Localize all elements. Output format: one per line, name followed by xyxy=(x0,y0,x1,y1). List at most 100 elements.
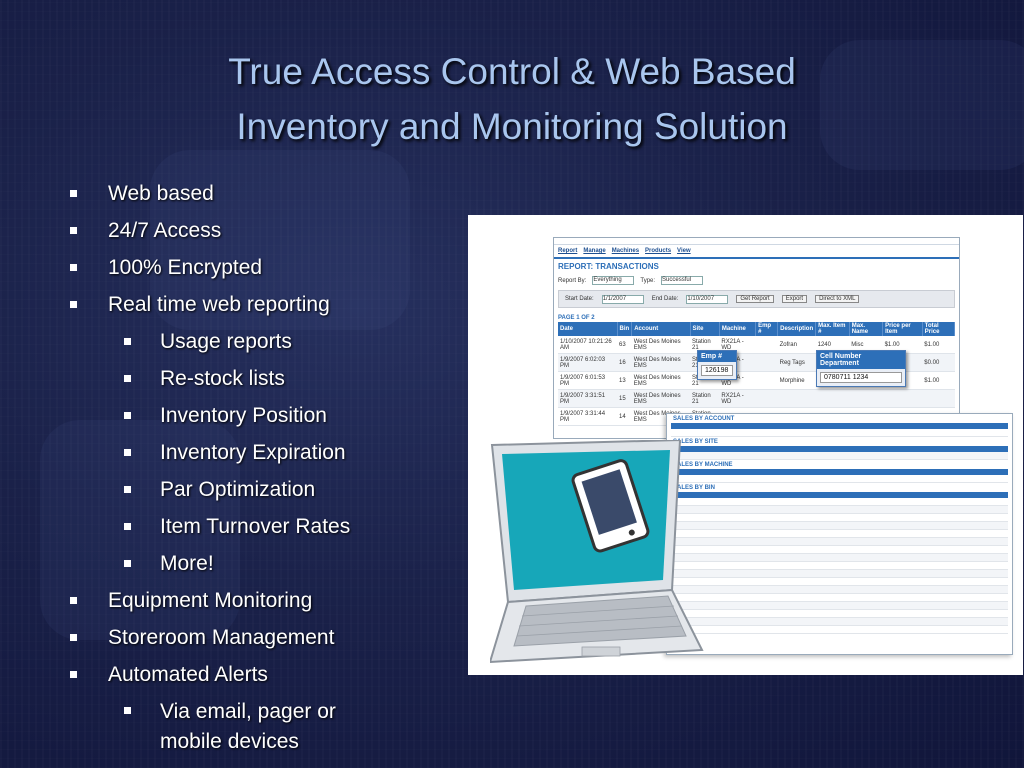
table-cell: 63 xyxy=(617,336,632,354)
table-cell: RX21A - WD xyxy=(719,336,756,354)
emp-popup: Emp # 126198 xyxy=(697,350,737,380)
bullet-square-icon xyxy=(124,412,131,419)
bullet-web-based: Web based xyxy=(70,175,490,212)
sales-section-title: SALES BY SITE xyxy=(673,439,718,445)
filter-select: Everything xyxy=(592,276,635,285)
bullet-equipment: Equipment Monitoring xyxy=(70,582,490,619)
laptop-illustration xyxy=(490,440,704,664)
sub-bullet-restock: Re-stock lists xyxy=(70,360,490,397)
column-header: Site xyxy=(690,322,720,336)
column-header: Description xyxy=(777,322,817,336)
bullet-square-icon xyxy=(70,301,77,308)
table-cell: 15 xyxy=(617,389,632,408)
bullet-text: Inventory Position xyxy=(160,404,327,427)
bullet-square-icon xyxy=(124,449,131,456)
menu-item: Report xyxy=(558,248,578,254)
column-header: Bin xyxy=(617,322,633,336)
bullet-text: Inventory Expiration xyxy=(160,441,346,464)
get-report-button: Get Report xyxy=(736,295,774,303)
sales-report-panel: SALES BY ACCOUNT SALES BY SITE SALES BY … xyxy=(666,413,1013,655)
sales-row xyxy=(671,594,1008,602)
bullet-text: Via email, pager or xyxy=(160,700,336,723)
date-label: Start Date: xyxy=(565,296,594,302)
sales-header-bar xyxy=(671,446,1008,452)
export-button: Export xyxy=(781,295,808,303)
bullet-text: 24/7 Access xyxy=(108,219,222,242)
bullet-text: Automated Alerts xyxy=(108,663,268,686)
sales-row xyxy=(671,429,1008,437)
bullet-square-icon xyxy=(124,523,131,530)
bullet-list: Web based 24/7 Access 100% Encrypted Rea… xyxy=(70,175,490,757)
sales-row xyxy=(671,546,1008,554)
table-cell xyxy=(849,389,883,408)
column-header: Machine xyxy=(719,322,757,336)
table-cell xyxy=(922,389,955,408)
sales-row xyxy=(671,610,1008,618)
popup-cell-label: Cell Number xyxy=(820,353,862,360)
table-cell: Zofran xyxy=(777,336,816,354)
report-filter-row: Report By: Everything Type: Successful xyxy=(554,274,959,287)
column-header: Max. Name xyxy=(849,322,884,336)
sales-header-bar xyxy=(671,469,1008,475)
sales-row xyxy=(671,506,1008,514)
bullet-square-icon xyxy=(70,190,77,197)
sub-bullet-usage: Usage reports xyxy=(70,323,490,360)
handheld-device-icon xyxy=(571,459,650,553)
bullet-square-icon xyxy=(70,227,77,234)
bullet-alerts: Automated Alerts xyxy=(70,656,490,693)
laptop-touchpad xyxy=(581,646,621,657)
sales-row xyxy=(671,618,1008,626)
popup-header: Cell Number Department xyxy=(817,351,905,369)
bullet-text: Re-stock lists xyxy=(160,367,285,390)
sub-bullet-via: Via email, pager or mobile devices xyxy=(70,693,490,757)
sales-row xyxy=(671,522,1008,530)
sub-bullet-turnover: Item Turnover Rates xyxy=(70,508,490,545)
background-shape xyxy=(820,40,1024,170)
bullet-square-icon xyxy=(70,671,77,678)
sales-row xyxy=(671,570,1008,578)
date-label: End Date: xyxy=(651,296,679,302)
report-menu-bar: Report Manage Machines Products View xyxy=(554,245,959,259)
sales-row xyxy=(671,578,1008,586)
sales-row xyxy=(671,602,1008,610)
bullet-text: Web based xyxy=(108,182,214,205)
bullet-text: Par Optimization xyxy=(160,478,316,501)
table-cell xyxy=(755,389,778,408)
date-field: 1/10/2007 xyxy=(686,294,729,304)
filter-label: Report By: xyxy=(558,277,587,284)
bullet-text: mobile devices xyxy=(160,730,299,753)
table-cell: Morphine xyxy=(777,371,816,390)
table-cell: $0.00 xyxy=(922,353,955,372)
bullet-storeroom: Storeroom Management xyxy=(70,619,490,656)
bullet-square-icon xyxy=(70,634,77,641)
report-title: REPORT: TRANSACTIONS xyxy=(558,262,659,271)
table-cell: Station 21 xyxy=(690,389,720,408)
column-header: Account xyxy=(631,322,691,336)
product-screenshot-image: Report Manage Machines Products View REP… xyxy=(468,215,1023,675)
menu-item: Products xyxy=(645,248,672,254)
sales-bin-rows xyxy=(667,498,1012,634)
sales-row xyxy=(671,562,1008,570)
bullet-text: Equipment Monitoring xyxy=(108,589,313,612)
table-cell xyxy=(755,336,778,354)
bullet-realtime: Real time web reporting xyxy=(70,286,490,323)
table-cell xyxy=(815,389,850,408)
filter-select: Successful xyxy=(661,276,704,285)
sales-section-title: SALES BY MACHINE xyxy=(673,462,733,468)
table-cell xyxy=(777,389,816,408)
table-cell xyxy=(755,353,778,372)
column-header: Date xyxy=(558,322,618,336)
sub-bullet-expiration: Inventory Expiration xyxy=(70,434,490,471)
table-cell: $1.00 xyxy=(922,371,955,390)
table-cell: West Des Moines EMS xyxy=(631,371,691,390)
table-cell: 1/10/2007 10:21:26 AM xyxy=(558,336,618,354)
bullet-text: Usage reports xyxy=(160,330,292,353)
sales-row xyxy=(671,626,1008,634)
table-header-row: Date Bin Account Site Machine Emp # Desc… xyxy=(558,322,956,336)
popup-dept-value: 1234 xyxy=(852,374,869,381)
sub-bullet-position: Inventory Position xyxy=(70,397,490,434)
sales-row xyxy=(671,538,1008,546)
menu-item: View xyxy=(677,248,691,254)
